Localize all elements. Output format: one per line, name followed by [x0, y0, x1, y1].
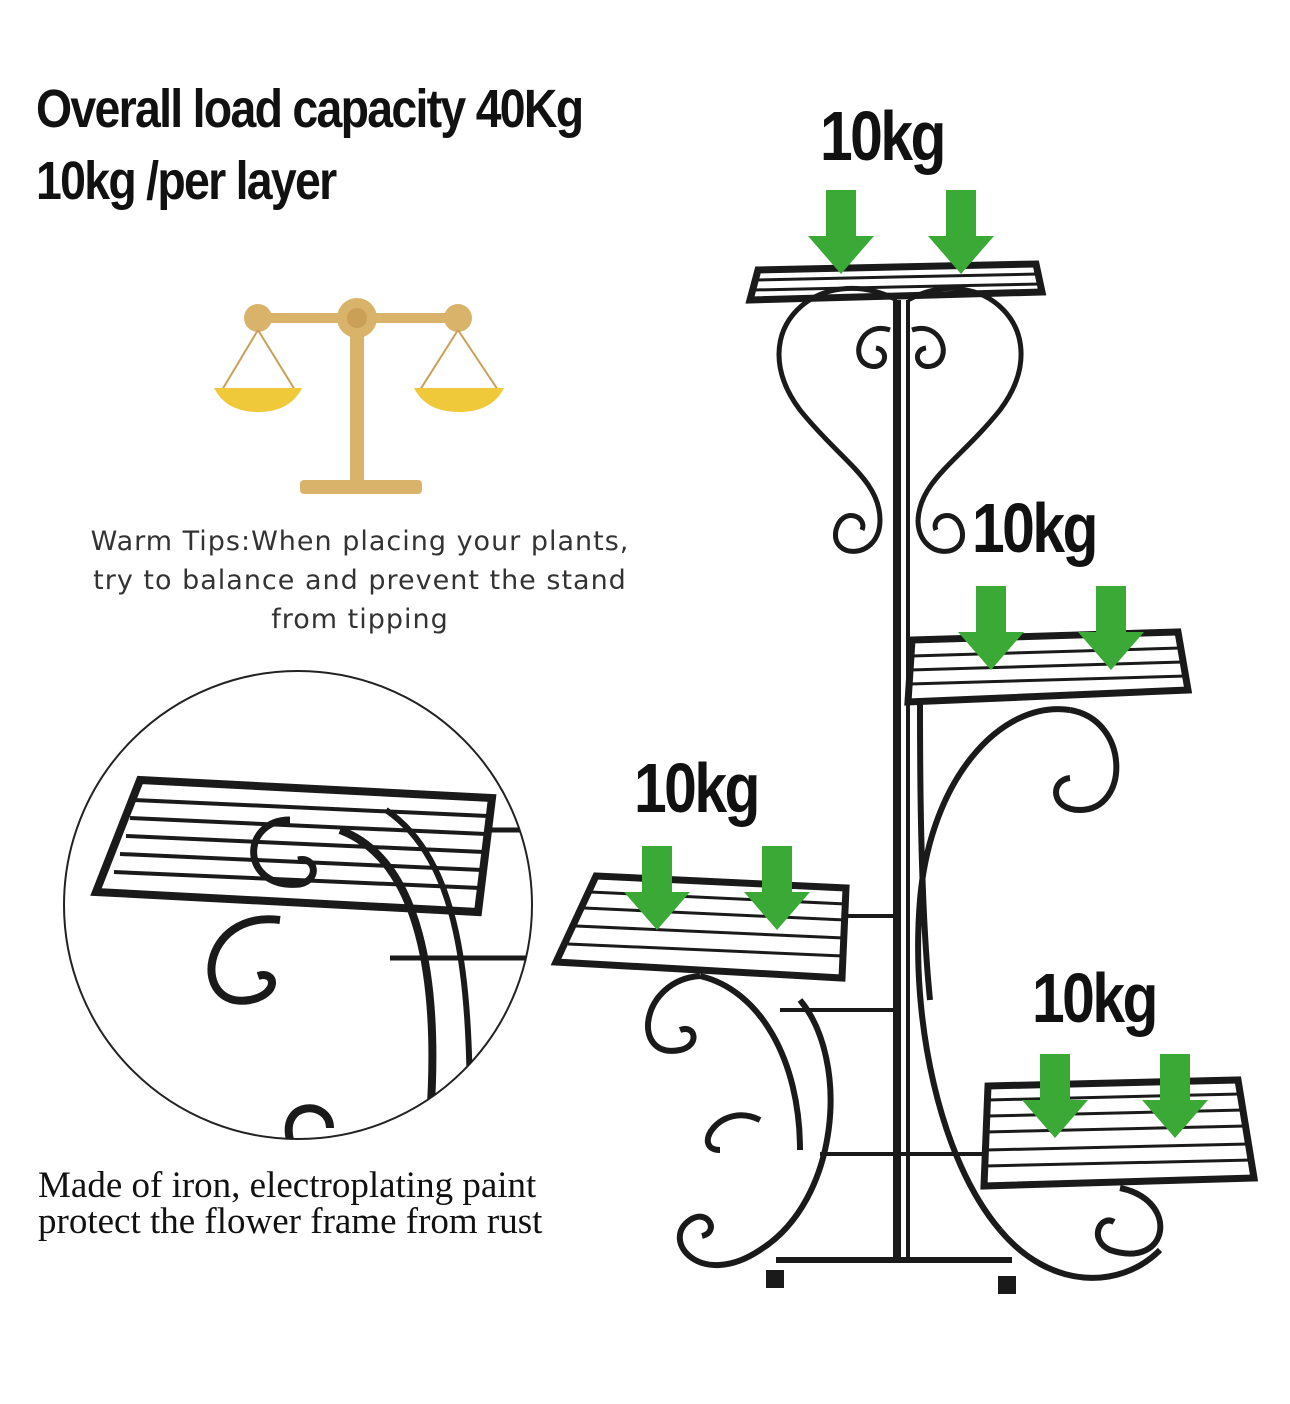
material-note: Made of iron, electroplating paint prote… [38, 1165, 678, 1242]
headline-line-2: 10kg /per layer [36, 151, 337, 211]
down-arrow-icon [958, 586, 1024, 670]
down-arrow-icon [1078, 586, 1144, 670]
warm-tips-text: Warm Tips:When placing your plants, try … [90, 526, 630, 635]
layer-load-label-bottom: 10kg [1032, 959, 1158, 1037]
headline-line-1: Overall load capacity 40Kg [36, 79, 584, 139]
material-note-line-2: protect the flower frame from rust [38, 1201, 543, 1242]
layer-load-label-left: 10kg [634, 749, 760, 827]
layer-load-label-top: 10kg [820, 97, 946, 175]
detail-magnifier [63, 670, 533, 1140]
down-arrow-icon [624, 846, 690, 930]
down-arrow-icon [928, 190, 994, 274]
material-note-line-1: Made of iron, electroplating paint [38, 1165, 537, 1206]
down-arrow-icon [1022, 1054, 1088, 1138]
layer-load-label-middle: 10kg [972, 489, 1098, 567]
down-arrow-icon [808, 190, 874, 274]
load-arrows [624, 190, 1208, 1138]
down-arrow-icon [1142, 1054, 1208, 1138]
down-arrow-icon [744, 846, 810, 930]
balance-scale-icon [214, 298, 504, 494]
